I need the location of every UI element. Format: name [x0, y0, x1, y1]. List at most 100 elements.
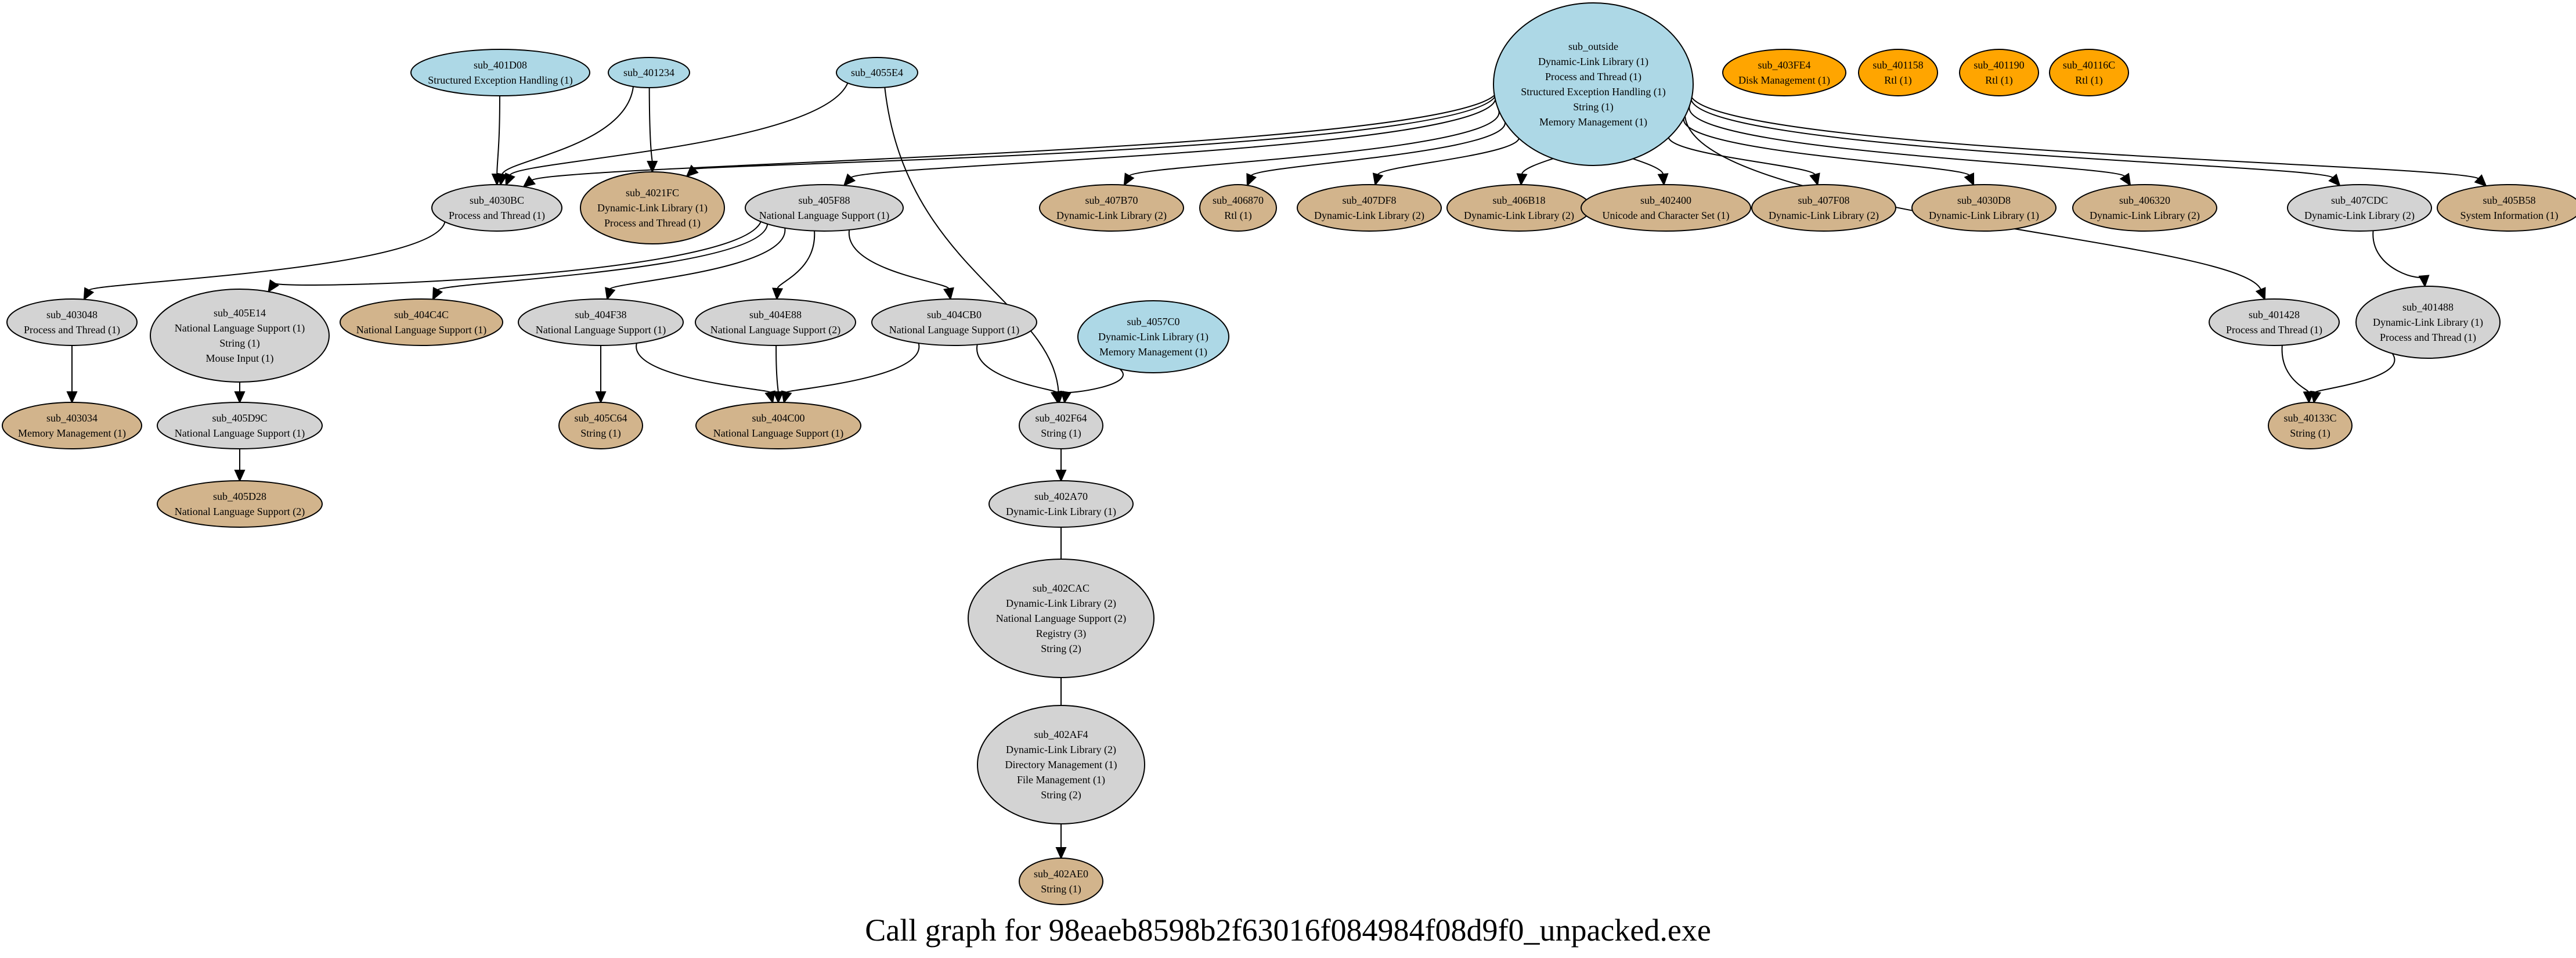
node-ellipse: [150, 289, 330, 383]
node-name: sub_402CAC: [1033, 582, 1089, 594]
arrowhead: [234, 470, 246, 482]
edge-line: [2281, 345, 2310, 392]
node-api-category: Process and Thread (1): [24, 324, 120, 336]
edge-sub_401428-to-sub_40133C: [2281, 345, 2314, 404]
arrowhead: [2303, 391, 2314, 404]
arrowhead: [432, 287, 443, 301]
node-ellipse: [1858, 49, 1938, 96]
edge-sub_outside-to-sub_407DF8: [1372, 129, 1520, 186]
node-ellipse: [2268, 402, 2353, 449]
node-api-category: String (1): [1041, 427, 1081, 440]
node-name: sub_402F64: [1035, 412, 1087, 424]
node-api-category: Rtl (1): [2075, 74, 2103, 87]
node-name: sub_402A70: [1034, 491, 1088, 502]
node-name: sub_405D28: [213, 491, 266, 502]
edge-sub_405F88-to-sub_404E88: [772, 231, 816, 301]
node-api-category: Memory Management (1): [18, 427, 126, 440]
node-name: sub_401428: [2249, 309, 2300, 320]
node-name: sub_40116C: [2063, 59, 2115, 71]
edge-line: [1128, 108, 1500, 177]
node-api-category: File Management (1): [1017, 774, 1105, 786]
node-sub-40116c[interactable]: sub_40116C Rtl (1): [2049, 49, 2129, 96]
node-name: sub_401158: [1873, 59, 1923, 71]
node-ellipse: [2437, 184, 2576, 232]
node-api-category: String (1): [580, 427, 621, 440]
node-api-category: Dynamic-Link Library (1): [1006, 506, 1116, 518]
node-name: sub_401234: [623, 67, 674, 78]
node-sub-4055e4[interactable]: sub_4055E4: [836, 57, 918, 88]
node-api-category: Process and Thread (1): [449, 210, 545, 222]
node-api-category: Dynamic-Link Library (1): [1098, 331, 1208, 343]
arrowhead: [83, 287, 95, 301]
node-name: sub_406320: [2119, 195, 2170, 206]
edge-sub_401D08-to-sub_4030BC: [491, 95, 503, 186]
edge-sub_outside-to-sub_406870: [1246, 116, 1506, 187]
node-api-category: Rtl (1): [1884, 74, 1912, 87]
edge-line: [785, 343, 919, 393]
node-api-category: National Language Support (1): [356, 324, 486, 336]
node-ellipse: [2355, 286, 2501, 359]
edge-line: [775, 345, 779, 392]
node-sub-401234[interactable]: sub_401234: [608, 57, 690, 88]
arrowhead: [1372, 172, 1384, 186]
edge-sub_outside-to-sub_405F88: [843, 99, 1496, 187]
node-api-category: System Information (1): [2460, 210, 2559, 222]
node-name: sub_405B58: [2483, 195, 2535, 206]
edges-layer: [66, 82, 2487, 860]
node-ellipse: [6, 298, 138, 346]
arrowhead: [647, 160, 658, 174]
node-ellipse: [518, 298, 684, 346]
node-ellipse: [1911, 184, 2057, 232]
node-ellipse: [2209, 298, 2340, 346]
node-ellipse: [410, 49, 590, 96]
node-ellipse: [1581, 184, 1751, 232]
arrowhead: [66, 391, 78, 404]
node-api-category: String (1): [219, 337, 260, 350]
node-api-category: Memory Management (1): [1539, 116, 1647, 128]
edge-sub_401234-to-sub_4021FC: [647, 87, 658, 174]
node-name: sub_401190: [1974, 59, 2024, 71]
node-ellipse: [968, 559, 1154, 678]
edge-sub_outside-to-sub_407F08: [1668, 128, 1820, 186]
arrowhead: [1246, 172, 1257, 187]
